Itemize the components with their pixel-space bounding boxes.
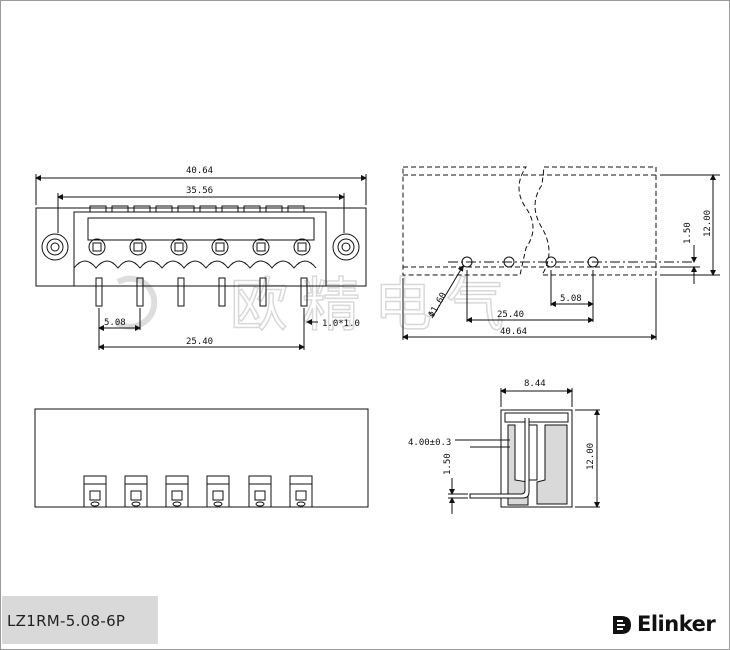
- dim-overall-width: 40.64: [186, 166, 213, 176]
- side-view: [448, 388, 600, 514]
- bottom-terminals: [83, 475, 313, 508]
- dim-pcb-overall-width: 40.64: [500, 327, 527, 337]
- dim-pin-span: 25.40: [186, 337, 213, 347]
- dim-pcb-hole-span: 25.40: [497, 310, 524, 320]
- dim-pcb-hole-pitch: 5.08: [560, 294, 582, 304]
- model-label-box: [2, 596, 158, 644]
- dim-side-pin-length: 4.00±0.3: [408, 438, 451, 448]
- brand-mark-icon: [613, 616, 631, 634]
- dim-side-pin-offset: 1.50: [443, 453, 453, 475]
- front-view: [35, 174, 367, 350]
- dim-pcb-hole-offset: 1.50: [683, 222, 693, 244]
- front-pins: [95, 277, 308, 307]
- screw-terminals: [88, 238, 311, 256]
- dim-side-depth: 8.44: [524, 379, 546, 389]
- watermark: 欧精电气: [114, 270, 518, 340]
- brand-name: Elinker: [637, 612, 716, 636]
- dim-flange-pitch: 35.56: [186, 186, 213, 196]
- model-label: LZ1RM-5.08-6P: [7, 612, 126, 630]
- bottom-view: [34, 408, 369, 508]
- dim-side-height: 12.00: [586, 443, 596, 470]
- dim-pcb-height: 12.00: [703, 210, 713, 237]
- pcb-layout-view: [402, 166, 720, 340]
- watermark-text: 欧精电气: [230, 271, 518, 339]
- dim-pin-pitch: 5.08: [104, 318, 126, 328]
- dim-pin-size: 1.0*1.0: [322, 319, 360, 329]
